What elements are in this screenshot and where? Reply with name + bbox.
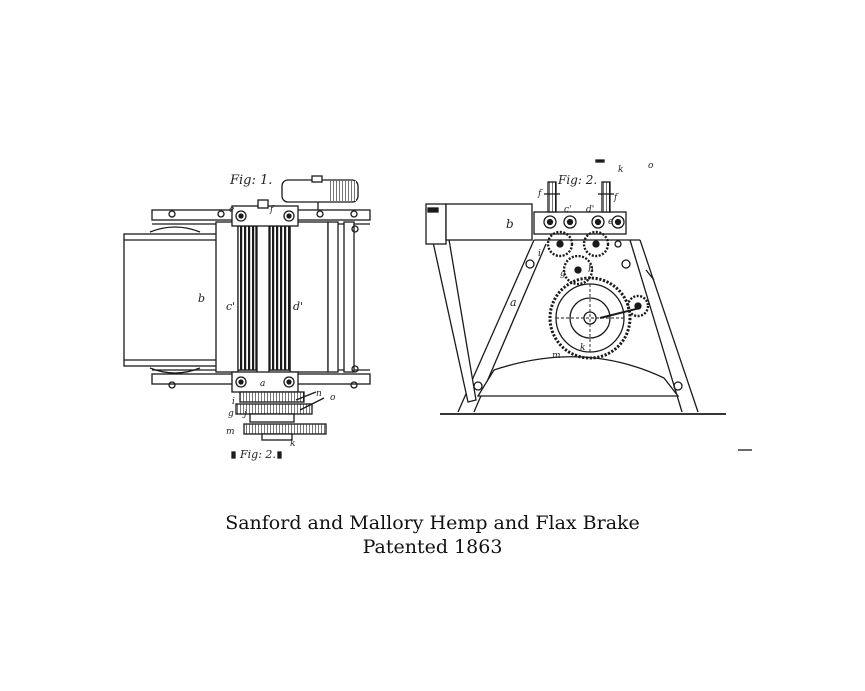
fig2-label-k: k <box>580 343 585 353</box>
center-shaft <box>256 217 270 381</box>
figure-1-plan-view <box>123 175 371 459</box>
figure-2-side-elevation <box>425 159 752 451</box>
adjusting-screws <box>544 181 614 213</box>
fluted-roller-d <box>269 225 291 371</box>
fig1-label-c: c' <box>226 300 235 313</box>
corner-bolts <box>168 210 359 389</box>
caption-title: Sanford and Mallory Hemp and Flax Brake <box>225 512 640 534</box>
right-frame-post <box>289 221 329 373</box>
fig1-label-g: g <box>228 409 234 419</box>
flywheel <box>281 175 359 212</box>
feed-box-side <box>445 203 533 241</box>
fig1-label-m: m <box>226 427 235 437</box>
frame-bolts <box>473 240 683 391</box>
fig2-label-b: b <box>506 217 514 231</box>
fig1-label-e: e <box>229 205 234 215</box>
fig1-label-n: n <box>316 389 322 399</box>
fig2-label-m: m <box>552 351 561 361</box>
fig1-label-j: j <box>242 409 247 419</box>
fig2-label-f-left: f <box>537 189 543 199</box>
frame-legs <box>457 239 699 413</box>
fig2-label-c: c' <box>564 205 572 215</box>
fig2-label-a: a <box>510 296 517 309</box>
left-frame-post <box>215 221 239 373</box>
fig1-label-d: d' <box>293 300 303 313</box>
fig1-title: Fig: 1. <box>229 173 272 188</box>
fig2-label-h: h <box>588 265 594 275</box>
fig2-title: Fig: 2. <box>557 173 597 187</box>
caption-subtitle: Patented 1863 <box>362 536 503 558</box>
fig2-label-d: d' <box>586 205 594 215</box>
fig1-label-o: o <box>330 393 336 403</box>
fig1-bottom-title: Fig: 2. <box>239 448 276 461</box>
patent-drawing: Fig: 1. b c' d' e f a i g j n o m k Fig:… <box>123 159 752 461</box>
fig2-label-i: i <box>538 249 541 259</box>
fig2-label-g: g <box>560 269 566 279</box>
fig2-label-k-top: k <box>618 165 623 175</box>
fig1-label-f: f <box>269 205 275 215</box>
gear-train <box>235 391 327 441</box>
top-bearings <box>231 199 299 227</box>
fig2-label-f-right: f <box>613 193 619 203</box>
fig1-label-k: k <box>290 439 295 449</box>
fig1-label-b: b <box>198 292 205 305</box>
large-drive-gear <box>548 276 641 360</box>
upper-rollers <box>533 211 627 235</box>
fig2-label-o: o <box>648 161 654 171</box>
fig1-label-a: a <box>260 379 265 389</box>
fig2-label-e: e <box>608 217 613 227</box>
feed-box <box>123 226 219 374</box>
fig1-label-i: i <box>232 397 235 407</box>
fluted-roller-c <box>237 225 257 371</box>
lower-arch <box>476 356 680 397</box>
